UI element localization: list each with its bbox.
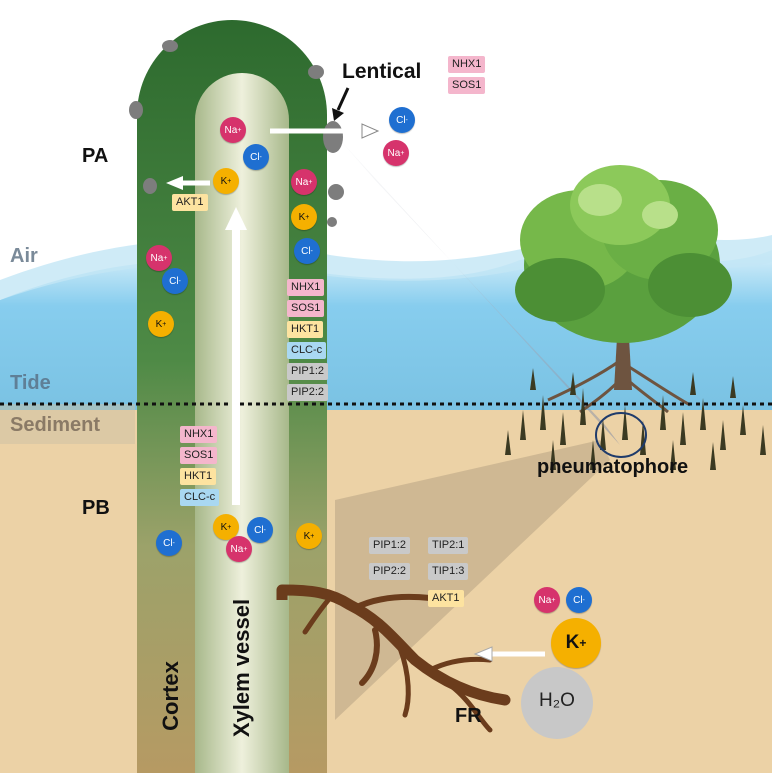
ion-k: K+ — [213, 168, 239, 194]
gene-tag-pip22: PIP2:2 — [287, 384, 329, 401]
gene-tag-sos1: SOS1 — [448, 77, 486, 94]
gene-tag-akt1: AKT1 — [428, 590, 464, 607]
ion-cl: Cl- — [247, 517, 273, 543]
cortex-label: Cortex — [158, 661, 183, 731]
fr-label: FR — [455, 705, 482, 727]
pneumatophore-highlight-circle — [595, 412, 647, 458]
upward-arrow-head — [225, 207, 247, 230]
lentical-label: Lentical — [342, 60, 422, 83]
water-label: H₂O — [539, 690, 575, 711]
ion-cl: Cl- — [389, 107, 415, 133]
xylem-vessel-label: Xylem vessel — [229, 598, 254, 738]
gene-tag-pip22: PIP2:2 — [369, 563, 411, 580]
ion-na: Na+ — [534, 587, 560, 613]
zoom-cone-upper — [340, 140, 620, 445]
ion-k-large: K+ — [551, 618, 601, 668]
uptake-arrow-head — [473, 646, 493, 662]
ion-cl: Cl- — [243, 144, 269, 170]
ion-na: Na+ — [383, 140, 409, 166]
gene-tag-tip13: TIP1:3 — [428, 563, 469, 580]
akt1-arrow-head — [166, 176, 183, 190]
gene-tag-pip12: PIP1:2 — [287, 363, 329, 380]
lentical-arrow-head — [361, 123, 380, 139]
feeding-root — [276, 584, 511, 706]
gene-tag-akt1: AKT1 — [172, 194, 208, 211]
sediment-shadow — [0, 404, 135, 444]
gene-tag-clc-c: CLC-c — [180, 489, 220, 506]
lentical-pointer-head — [332, 108, 344, 121]
gene-tag-clc-c: CLC-c — [287, 342, 327, 359]
gene-tag-pip12: PIP1:2 — [369, 537, 411, 554]
ion-cl: Cl- — [162, 268, 188, 294]
ion-k: K+ — [213, 514, 239, 540]
zone-tide-label: Tide — [10, 372, 51, 394]
gene-tag-sos1: SOS1 — [287, 300, 325, 317]
tree-roots — [547, 358, 691, 414]
ion-na: Na+ — [146, 245, 172, 271]
pb-label: PB — [82, 497, 110, 519]
zone-air-label: Air — [10, 245, 38, 267]
ion-na: Na+ — [220, 117, 246, 143]
lentical-pointer — [336, 87, 350, 111]
ion-na: Na+ — [226, 536, 252, 562]
sediment-area — [0, 404, 772, 773]
zone-sediment-label: Sediment — [10, 414, 101, 436]
ion-na: Na+ — [291, 169, 317, 195]
pa-label: PA — [82, 145, 109, 167]
gene-tag-nhx1: NHX1 — [180, 426, 218, 443]
xylem-vessel-tissue — [195, 73, 289, 773]
gene-tag-sos1: SOS1 — [180, 447, 218, 464]
ion-cl: Cl- — [156, 530, 182, 556]
pneumatophore-label: pneumatophore — [537, 456, 689, 478]
ion-k: K+ — [296, 523, 322, 549]
gene-tag-tip21: TIP2:1 — [428, 537, 469, 554]
pneumatophore-spikes — [505, 368, 766, 470]
ion-cl: Cl- — [294, 238, 320, 264]
gene-tag-hkt1: HKT1 — [180, 468, 217, 485]
ion-k: K+ — [148, 311, 174, 337]
feeding-root-branches — [302, 593, 493, 733]
gene-tag-nhx1: NHX1 — [287, 279, 325, 296]
water-molecule-circle — [521, 667, 593, 739]
ion-cl: Cl- — [566, 587, 592, 613]
gene-tag-nhx1: NHX1 — [448, 56, 486, 73]
tree-canopy — [515, 165, 732, 343]
ion-k: K+ — [291, 204, 317, 230]
gene-tag-hkt1: HKT1 — [287, 321, 324, 338]
